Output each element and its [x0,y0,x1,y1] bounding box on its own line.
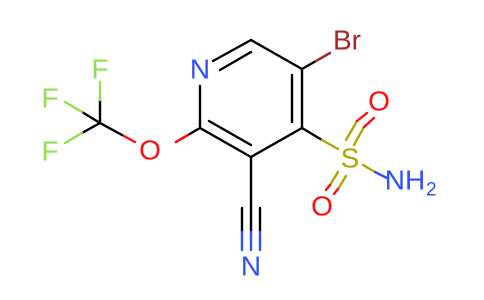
bond-n-c6 [211,38,253,63]
bond-s-n-color [373,170,389,180]
bond-s-o2-b-color [332,187,340,196]
bond-s-o2-a [328,170,340,187]
bond-s-o1-b [352,125,366,147]
bond-s-n [361,163,377,174]
atom-n-nitrile: N [241,251,261,282]
bond-c4-c3 [249,126,304,159]
bond-s-o1-a [344,119,359,142]
bond-o-cf3 [120,133,137,144]
atom-o-sulfonyl-lower: O [311,191,333,222]
bond-c4-s [300,126,324,142]
atom-n-ring: N [190,54,210,85]
atom-o-ether: O [139,135,161,166]
bond-s-o2-a-color [324,183,332,192]
atom-o-sulfonyl-upper: O [368,86,390,117]
atom-nh-amide-subscript: 2 [426,180,437,201]
atom-s: S [341,143,360,174]
bond-s-o1-b-color [362,116,376,129]
bond-o-cf3-c [98,121,124,137]
bond-layer [63,38,389,252]
bond-s-o2-b [336,174,348,191]
bond-c3-c2-inner [207,119,253,147]
bond-c4-s-color [320,138,340,151]
bond-c-f3-color [63,131,84,145]
bond-c-f2 [80,110,102,125]
atom-nh-amide: NH [385,165,425,196]
atom-label-layer: N Br O F F F S O O NH 2 N [41,25,436,282]
bond-c2-o-color [174,133,190,144]
atom-f1: F [91,54,108,85]
bond-c-f2-color [63,100,84,114]
atom-f2: F [41,83,58,114]
bond-s-o1-a-color [355,111,369,123]
atom-f3: F [41,136,58,167]
bond-c-f3 [80,121,102,135]
bond-c6-c5 [249,38,304,71]
bond-c5-br-color [314,51,332,63]
bond-c3-c2 [198,126,253,159]
bond-n-c6-inner [218,50,253,72]
atom-br: Br [333,25,361,56]
